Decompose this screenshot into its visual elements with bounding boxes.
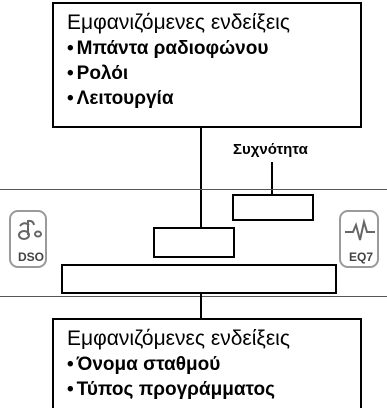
- top-callout: Εμφανιζόμενες ενδείξεις Μπάντα ραδιοφώνο…: [52, 2, 362, 128]
- display-bottom-edge: [0, 296, 387, 297]
- frequency-label: Συχνότητα: [233, 141, 308, 158]
- bottom-callout-heading: Εμφανιζόμενες ενδείξεις: [67, 327, 290, 350]
- dso-button-label: DSO: [18, 250, 45, 264]
- music-notes-icon: [15, 216, 43, 244]
- station-name-segment: [61, 264, 337, 294]
- eq7-button-label: EQ7: [349, 250, 374, 264]
- top-leader-line: [200, 128, 202, 228]
- top-callout-item-band: Μπάντα ραδιοφώνου: [67, 36, 350, 61]
- waveform-icon: [344, 218, 376, 244]
- frequency-segment: [232, 194, 314, 221]
- bottom-callout-item-program-type: Τύπος προγράμματος: [67, 377, 350, 402]
- top-callout-heading: Εμφανιζόμενες ενδείξεις: [67, 11, 290, 34]
- bottom-callout-item-station-name: Όνομα σταθμού: [67, 352, 350, 377]
- band-segment: [153, 227, 235, 258]
- frequency-leader-line: [271, 162, 273, 195]
- bottom-callout-list: Όνομα σταθμού Τύπος προγράμματος: [67, 352, 350, 402]
- bottom-callout: Εμφανιζόμενες ενδείξεις Όνομα σταθμού Τύ…: [52, 318, 362, 408]
- dso-button[interactable]: DSO: [9, 210, 47, 268]
- top-callout-item-clock: Ρολόι: [67, 61, 350, 86]
- top-callout-list: Μπάντα ραδιοφώνου Ρολόι Λειτουργία: [67, 36, 350, 111]
- display-top-edge: [0, 189, 387, 190]
- top-callout-item-mode: Λειτουργία: [67, 86, 350, 111]
- bottom-leader-line: [200, 294, 202, 319]
- eq7-button[interactable]: EQ7: [339, 210, 379, 268]
